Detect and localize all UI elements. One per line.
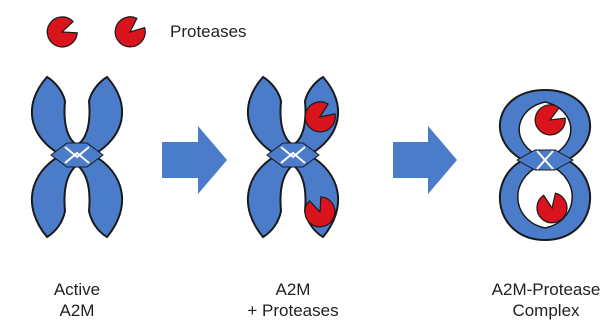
stage-3-line-1: A2M-Protease	[491, 280, 601, 299]
stage-3-line-2: Complex	[512, 301, 580, 320]
stage-1-line-1: Active	[53, 280, 101, 299]
process-arrow-1	[162, 126, 227, 194]
legend-protease-icon-2	[108, 10, 151, 54]
a2m-bait-highlight	[280, 146, 306, 164]
proteases-legend-label: Proteases	[170, 22, 247, 41]
process-arrow-2	[393, 126, 457, 194]
a2m-central-bait-region	[266, 142, 320, 168]
stage-2-line-1: A2M	[275, 280, 311, 299]
stage-1-line-2: A2M	[59, 301, 95, 320]
active-a2m-molecule	[31, 75, 123, 239]
a2m-bait-highlight	[64, 146, 90, 164]
a2m-central-bait-region	[50, 142, 104, 168]
legend-protease-icon-1	[42, 12, 81, 52]
stage-2-line-2: + Proteases	[247, 301, 339, 320]
